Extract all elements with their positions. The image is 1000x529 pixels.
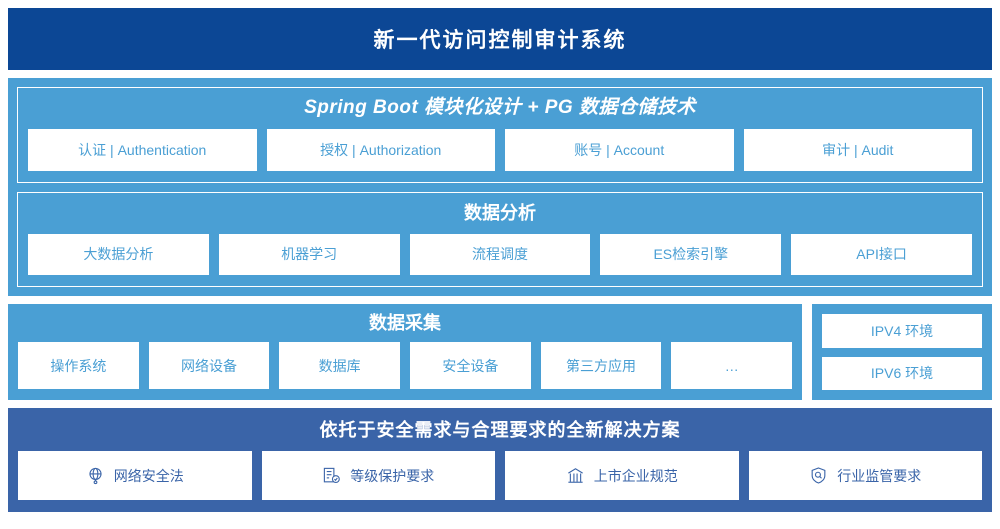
card-ipv6-environment[interactable]: IPV6 环境 bbox=[822, 356, 982, 390]
bank-icon bbox=[566, 466, 585, 485]
card-label: 等级保护要求 bbox=[350, 467, 435, 484]
ip-environment-panel: IPV4 环境 IPV6 环境 bbox=[812, 304, 992, 400]
globe-icon bbox=[86, 466, 105, 485]
document-check-icon bbox=[322, 466, 341, 485]
header-banner: 新一代访问控制审计系统 bbox=[8, 8, 992, 70]
solution-card-row: 网络安全法 等级保护要求 bbox=[18, 451, 982, 500]
card-audit[interactable]: 审计 | Audit bbox=[743, 129, 972, 171]
data-collection-title: 数据采集 bbox=[369, 313, 441, 333]
card-process-scheduling[interactable]: 流程调度 bbox=[409, 233, 591, 275]
collection-strip: 数据采集 操作系统 网络设备 数据库 安全设备 第三方应用 … IPV4 环境 … bbox=[8, 304, 992, 400]
solution-title: 依托于安全需求与合理要求的全新解决方案 bbox=[319, 420, 681, 440]
platform-panel: Spring Boot 模块化设计 + PG 数据仓储技术 认证 | Authe… bbox=[8, 78, 992, 296]
card-industry-regulation[interactable]: 行业监管要求 bbox=[748, 451, 982, 500]
card-api-interface[interactable]: API接口 bbox=[791, 233, 972, 275]
card-cybersecurity-law[interactable]: 网络安全法 bbox=[18, 451, 252, 500]
card-authentication[interactable]: 认证 | Authentication bbox=[28, 129, 257, 171]
spring-boot-title: Spring Boot 模块化设计 + PG 数据仓储技术 bbox=[304, 97, 696, 118]
card-label: 网络安全法 bbox=[113, 467, 184, 484]
card-es-search-engine[interactable]: ES检索引擎 bbox=[600, 233, 782, 275]
data-collection-card-row: 操作系统 网络设备 数据库 安全设备 第三方应用 … bbox=[18, 342, 793, 389]
card-authorization[interactable]: 授权 | Authorization bbox=[266, 129, 495, 171]
card-third-party-app[interactable]: 第三方应用 bbox=[540, 342, 662, 389]
card-machine-learning[interactable]: 机器学习 bbox=[218, 233, 400, 275]
card-ipv4-environment[interactable]: IPV4 环境 bbox=[822, 314, 982, 348]
card-grade-protection[interactable]: 等级保护要求 bbox=[261, 451, 495, 500]
card-listed-enterprise-standard[interactable]: 上市企业规范 bbox=[505, 451, 739, 500]
card-big-data-analysis[interactable]: 大数据分析 bbox=[28, 233, 209, 275]
card-account[interactable]: 账号 | Account bbox=[505, 129, 734, 171]
solution-panel: 依托于安全需求与合理要求的全新解决方案 网络安全法 bbox=[8, 408, 992, 512]
card-network-device[interactable]: 网络设备 bbox=[148, 342, 270, 389]
shield-search-icon bbox=[809, 466, 828, 485]
data-analysis-card-row: 大数据分析 机器学习 流程调度 ES检索引擎 API接口 bbox=[28, 233, 972, 275]
card-label: 行业监管要求 bbox=[837, 467, 922, 484]
data-analysis-section: 数据分析 大数据分析 机器学习 流程调度 ES检索引擎 API接口 bbox=[17, 191, 983, 287]
spring-boot-card-row: 认证 | Authentication 授权 | Authorization 账… bbox=[28, 129, 972, 171]
spring-boot-section: Spring Boot 模块化设计 + PG 数据仓储技术 认证 | Authe… bbox=[17, 87, 983, 183]
page-title: 新一代访问控制审计系统 bbox=[373, 29, 627, 52]
card-label: 上市企业规范 bbox=[593, 467, 678, 484]
card-database[interactable]: 数据库 bbox=[279, 342, 401, 389]
data-analysis-title: 数据分析 bbox=[464, 202, 536, 223]
card-operating-system[interactable]: 操作系统 bbox=[18, 342, 139, 389]
card-security-device[interactable]: 安全设备 bbox=[410, 342, 531, 389]
card-more-ellipsis[interactable]: … bbox=[671, 342, 793, 389]
data-collection-panel: 数据采集 操作系统 网络设备 数据库 安全设备 第三方应用 … bbox=[8, 304, 802, 400]
